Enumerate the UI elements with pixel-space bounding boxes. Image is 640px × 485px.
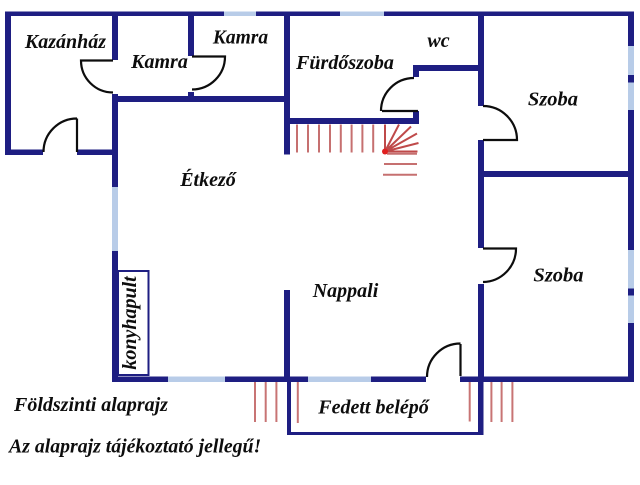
- svg-text:Étkező: Étkező: [179, 168, 238, 191]
- svg-text:Szoba: Szoba: [533, 265, 583, 287]
- svg-text:Kazánház: Kazánház: [24, 31, 106, 53]
- svg-text:wc: wc: [427, 30, 449, 52]
- svg-text:Kamra: Kamra: [130, 51, 188, 73]
- svg-text:Fedett belépő: Fedett belépő: [317, 397, 431, 419]
- svg-text:Kamra: Kamra: [212, 28, 269, 49]
- svg-text:Szoba: Szoba: [528, 89, 578, 111]
- svg-text:Nappali: Nappali: [312, 280, 379, 302]
- svg-text:Fürdőszoba: Fürdőszoba: [295, 52, 394, 74]
- svg-text:konyhapult: konyhapult: [119, 275, 141, 370]
- svg-text:Az alaprajz tájékoztató jelleg: Az alaprajz tájékoztató jellegű!: [7, 436, 261, 458]
- svg-text:Földszinti alaprajz: Földszinti alaprajz: [13, 394, 168, 416]
